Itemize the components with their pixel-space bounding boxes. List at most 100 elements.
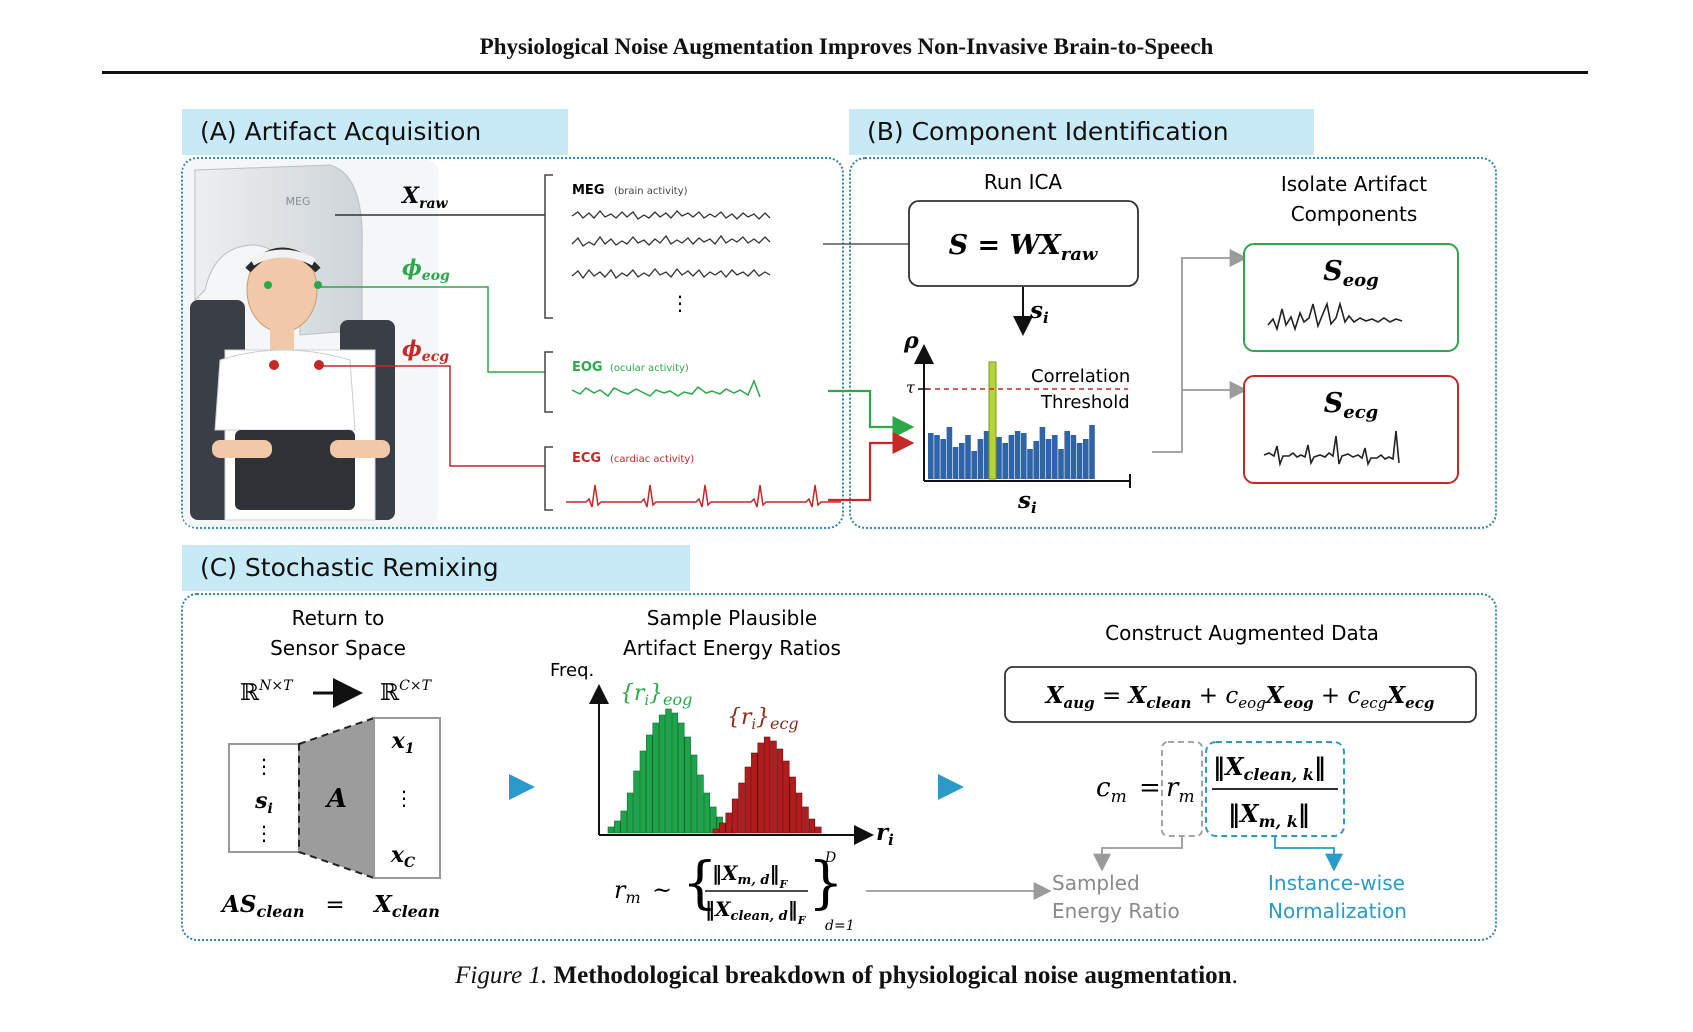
step-arrow-1 (509, 774, 535, 800)
eog-hist-bar (684, 736, 691, 834)
corr-bar (1083, 439, 1089, 479)
si-matrix-label: si (254, 788, 273, 817)
eog-hist-bar (607, 826, 615, 834)
eog-hist-bar (652, 722, 659, 834)
signal-wires (320, 214, 545, 467)
as-clean-label: ASclean (220, 891, 304, 921)
eog-waveform (571, 378, 761, 398)
instance-label-line1: Instance-wise (1268, 871, 1405, 895)
ecg-hist-bar (770, 740, 777, 834)
ecg-hist-bar (808, 818, 816, 834)
scanner-label: MEG (286, 195, 311, 208)
ecg-signal-label: ECG (572, 451, 601, 466)
sample-label-line1: Sample Plausible (647, 606, 817, 630)
rho-label: ρ (903, 328, 919, 354)
ecg-hist-bar (763, 736, 771, 834)
corr-bar (1058, 449, 1064, 479)
xc-label: xC (390, 842, 415, 871)
corr-bar (983, 431, 990, 479)
ecg-hist-bar (802, 806, 809, 834)
corr-bar (1027, 449, 1033, 479)
svg-text:ϕecg: ϕecg (402, 336, 449, 365)
meg-more-dots: ⋮ (670, 291, 690, 315)
ecg-hist-bar (738, 782, 745, 834)
paper-running-title: Physiological Noise Augmentation Improve… (479, 34, 1214, 59)
ecg-waveform (566, 484, 841, 508)
s-ecg-label: Secg (1324, 388, 1379, 423)
si-label-top: si (1029, 297, 1049, 327)
sampled-ratio-pointer (1093, 836, 1183, 872)
panel-a-box (181, 157, 844, 529)
eog-hist-bar (620, 810, 627, 834)
header-rule (102, 71, 1588, 74)
cm-label: cm (1096, 773, 1127, 807)
ecg-hist-bar (757, 742, 764, 834)
correlation-label: Correlation (1031, 366, 1130, 387)
x-clean-label: Xclean (372, 891, 440, 921)
svg-text:D: D (824, 850, 836, 866)
corr-bar (1002, 443, 1008, 479)
as-equals: = (325, 892, 344, 918)
isolate-connector (1152, 249, 1248, 453)
ecg-to-bars-arrow (828, 432, 915, 502)
corr-bar (946, 427, 953, 479)
corr-bar (959, 443, 965, 479)
mixing-matrix-a (298, 716, 375, 880)
label-phi-eog: ϕeog (402, 255, 450, 284)
augmentation-equation: Xaug = Xclean + ceogXeog + cecgXecg (1044, 682, 1435, 712)
panel-a-title: (A) Artifact Acquisition (182, 109, 568, 155)
corr-bar (1064, 431, 1070, 479)
panel-c-box (181, 593, 1497, 941)
caption-label: Figure 1. (455, 962, 548, 989)
ecg-hist-bar (725, 812, 732, 834)
corr-bar (1045, 439, 1052, 479)
corr-bar (1008, 435, 1015, 479)
ecg-signal-desc: (cardiac activity) (610, 454, 694, 465)
ica-equation-box (908, 200, 1139, 287)
x-matrix (373, 717, 441, 879)
norm-denominator: ‖Xm, k‖ (1228, 799, 1310, 831)
ecg-hist-bar (731, 798, 739, 834)
sampled-label-line2: Energy Ratio (1052, 899, 1180, 923)
meg-signal-desc: (brain activity) (614, 186, 688, 197)
isolate-label-line1: Isolate Artifact (1281, 172, 1427, 196)
ecg-hist-bar (719, 822, 726, 834)
panel-c-title: (C) Stochastic Remixing (182, 545, 690, 591)
eog-hist-bar (639, 750, 647, 834)
eog-signal-label: EOG (572, 360, 603, 375)
corr-bar (1039, 427, 1046, 479)
eog-hist-bar (671, 712, 679, 834)
corr-bar (1052, 435, 1058, 479)
meg-waveform-2 (571, 234, 771, 247)
eog-hist-bar (633, 770, 640, 834)
highlighted-corr-bar (988, 361, 997, 480)
ecg-hist-bar (751, 752, 758, 834)
svg-text:{: { (682, 851, 718, 916)
svg-text:d=1: d=1 (825, 918, 855, 934)
construct-label: Construct Augmented Data (1105, 621, 1379, 645)
s-eog-waveform (1267, 301, 1403, 332)
ica-equation: S = WXraw (949, 230, 1099, 265)
corr-bar (952, 447, 959, 479)
corr-bar (1070, 435, 1077, 479)
si-axis-label: si (1017, 487, 1037, 517)
meg-waveform-3 (571, 267, 771, 280)
x1-label: x1 (391, 728, 415, 757)
si-matrix-dots-bottom: ⋮ (254, 821, 274, 845)
caption-text: Methodological breakdown of physiologica… (553, 962, 1232, 989)
tau-label: τ (906, 378, 916, 397)
norm-numerator: ‖Xclean, k‖ (1213, 752, 1326, 784)
freq-label: Freq. (550, 660, 594, 681)
panel-b-title: (B) Component Identification (849, 109, 1314, 155)
rnt-label: ℝN×T (240, 678, 294, 706)
run-ica-label: Run ICA (984, 170, 1063, 194)
s-eog-label: Seog (1323, 256, 1379, 291)
eog-hist-bar (703, 792, 711, 834)
caption-end: . (1231, 962, 1238, 989)
corr-bar (971, 451, 977, 479)
cm-equals: = (1139, 773, 1161, 803)
ecg-hist-bar (815, 826, 822, 834)
label-x-raw: Xraw (400, 183, 449, 212)
ecg-hist-bar (789, 776, 796, 834)
